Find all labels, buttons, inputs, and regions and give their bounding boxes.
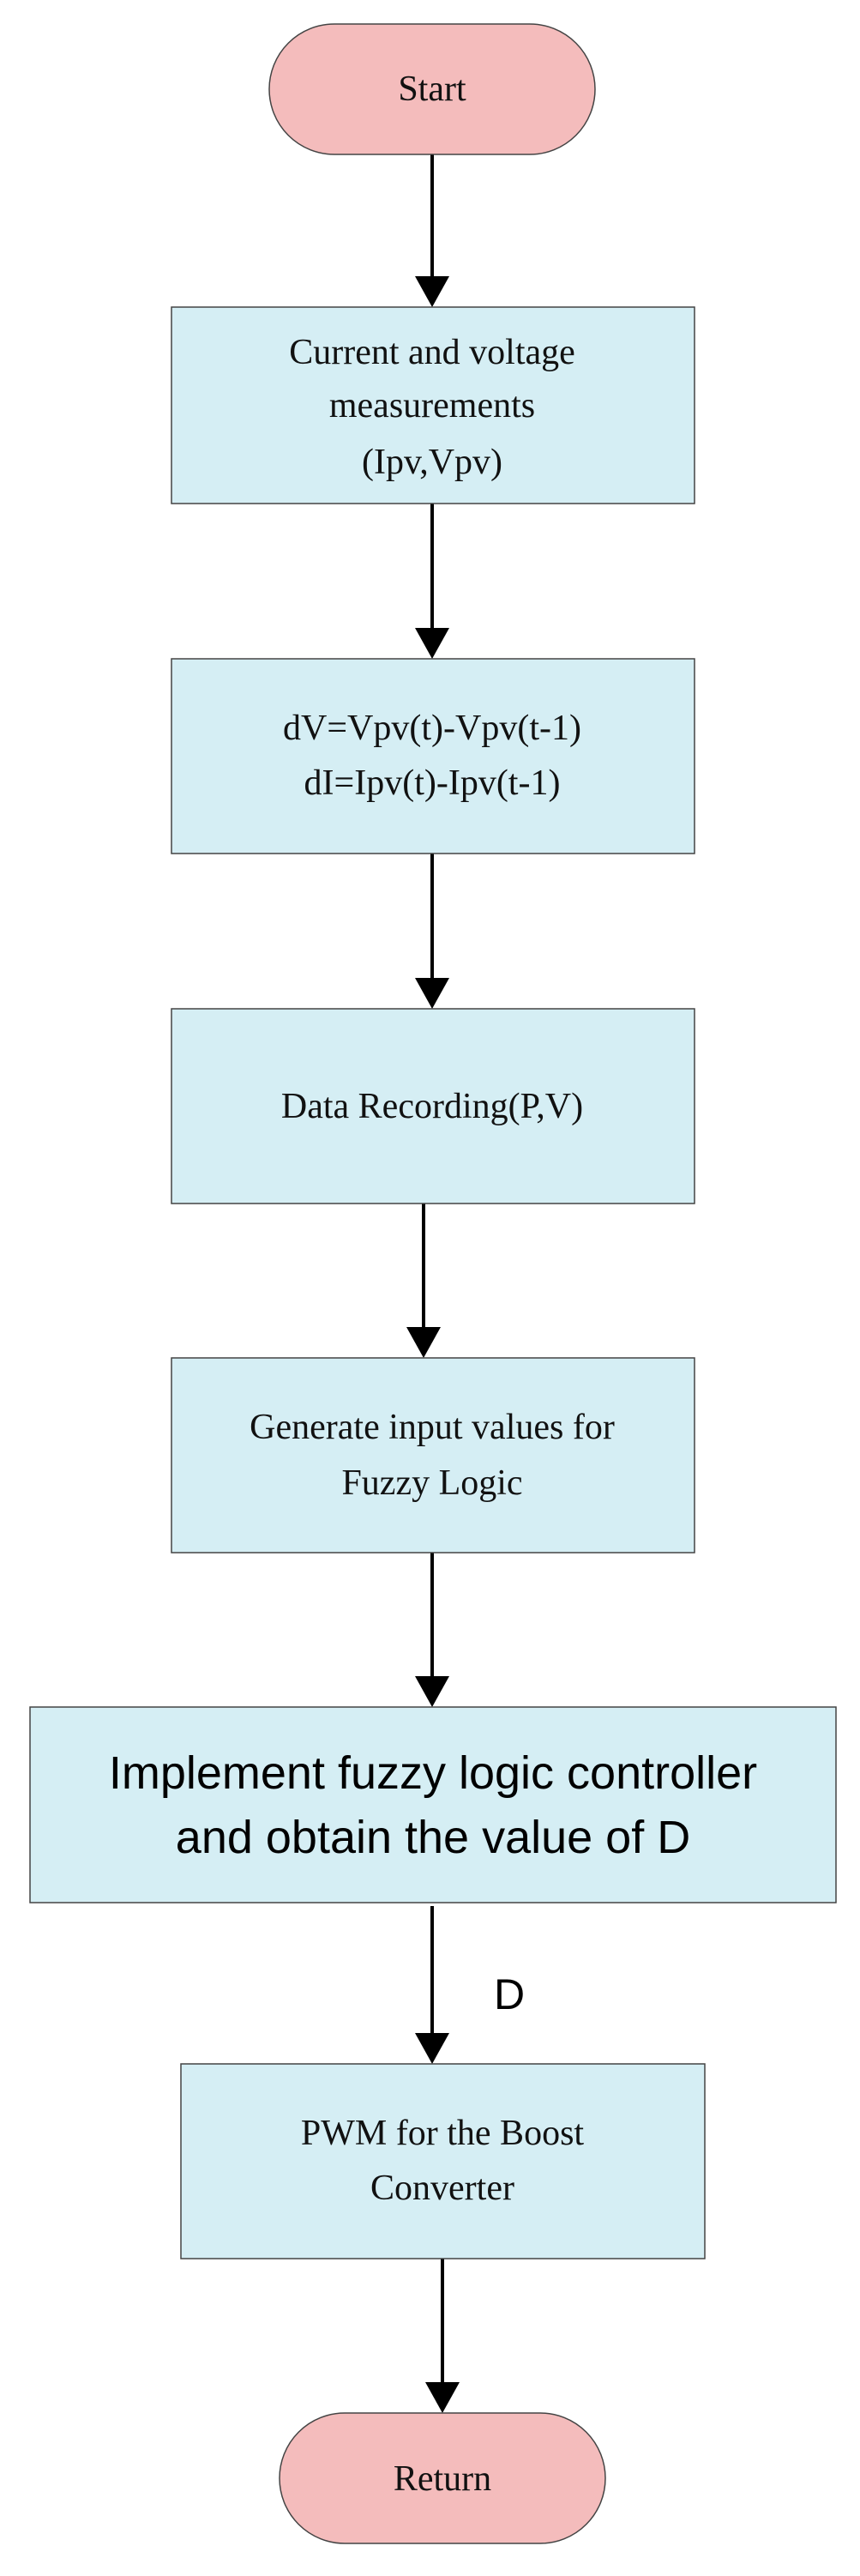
arrowhead-icon [415,628,449,659]
arrowhead-icon [415,1676,449,1707]
delta-line-1: dV=Vpv(t)-Vpv(t-1) [283,709,581,748]
arrowhead-icon [415,978,449,1009]
controller-line-1: Implement fuzzy logic controller [109,1747,757,1799]
measurement-line-1: Current and voltage [289,333,575,372]
start-label: Start [398,69,466,109]
pwm-line-2: Converter [370,2169,514,2208]
start-node: Start [268,23,596,155]
delta-line-2: dI=Ipv(t)-Ipv(t-1) [304,763,561,803]
delta-node: dV=Vpv(t)-Vpv(t-1) dI=Ipv(t)-Ipv(t-1) [171,658,695,854]
edge-label-d: D [494,1970,525,2018]
recording-node: Data Recording(P,V) [171,1008,695,1204]
arrowhead-icon [425,2382,460,2413]
return-label: Return [394,2459,491,2499]
return-node: Return [279,2412,606,2544]
measurement-line-3: (Ipv,Vpv) [362,443,502,482]
controller-line-2: and obtain the value of D [176,1812,690,1863]
controller-node: Implement fuzzy logic controller and obt… [29,1706,837,1903]
measurement-line-2: measurements [329,386,535,425]
arrowhead-icon [415,2033,449,2064]
pwm-node: PWM for the Boost Converter [180,2063,706,2259]
inputs-line-1: Generate input values for [250,1408,615,1447]
inputs-line-2: Fuzzy Logic [341,1463,522,1503]
edges: D [406,154,525,2413]
arrowhead-icon [415,276,449,307]
measurement-node: Current and voltage measurements (Ipv,Vp… [171,306,695,504]
inputs-node: Generate input values for Fuzzy Logic [171,1357,695,1553]
recording-label: Data Recording(P,V) [281,1087,583,1126]
pwm-line-1: PWM for the Boost [301,2114,584,2153]
arrowhead-icon [406,1327,441,1358]
